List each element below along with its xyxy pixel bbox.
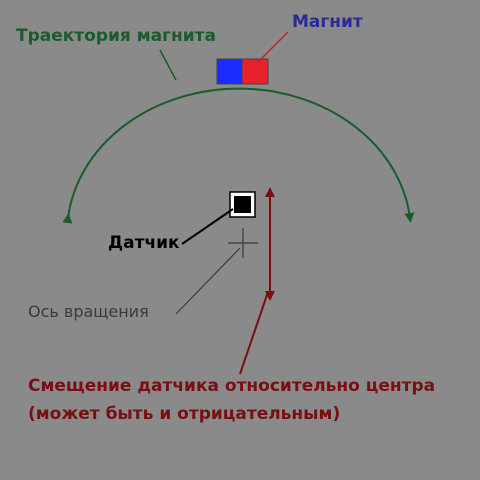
- offset-label-line1: Смещение датчика относительно центра: [28, 376, 436, 396]
- sensor-core: [234, 196, 251, 213]
- offset-leader: [239, 291, 269, 375]
- magnet-label: Магнит: [292, 12, 363, 32]
- trajectory-arc: [62, 87, 415, 224]
- magnet-pole-right: [241, 58, 269, 85]
- magnet-pole-left: [216, 58, 243, 85]
- rotation-axis-label: Ось вращения: [28, 302, 149, 321]
- axis-leader: [175, 247, 241, 315]
- sensor-leader: [181, 208, 234, 245]
- offset-label-line2: (может быть и отрицательным): [28, 404, 341, 424]
- sensor-label: Датчик: [108, 233, 180, 253]
- trajectory-label: Траектория магнита: [16, 26, 216, 46]
- magnet-leader: [257, 31, 289, 63]
- trajectory-leader: [159, 49, 177, 81]
